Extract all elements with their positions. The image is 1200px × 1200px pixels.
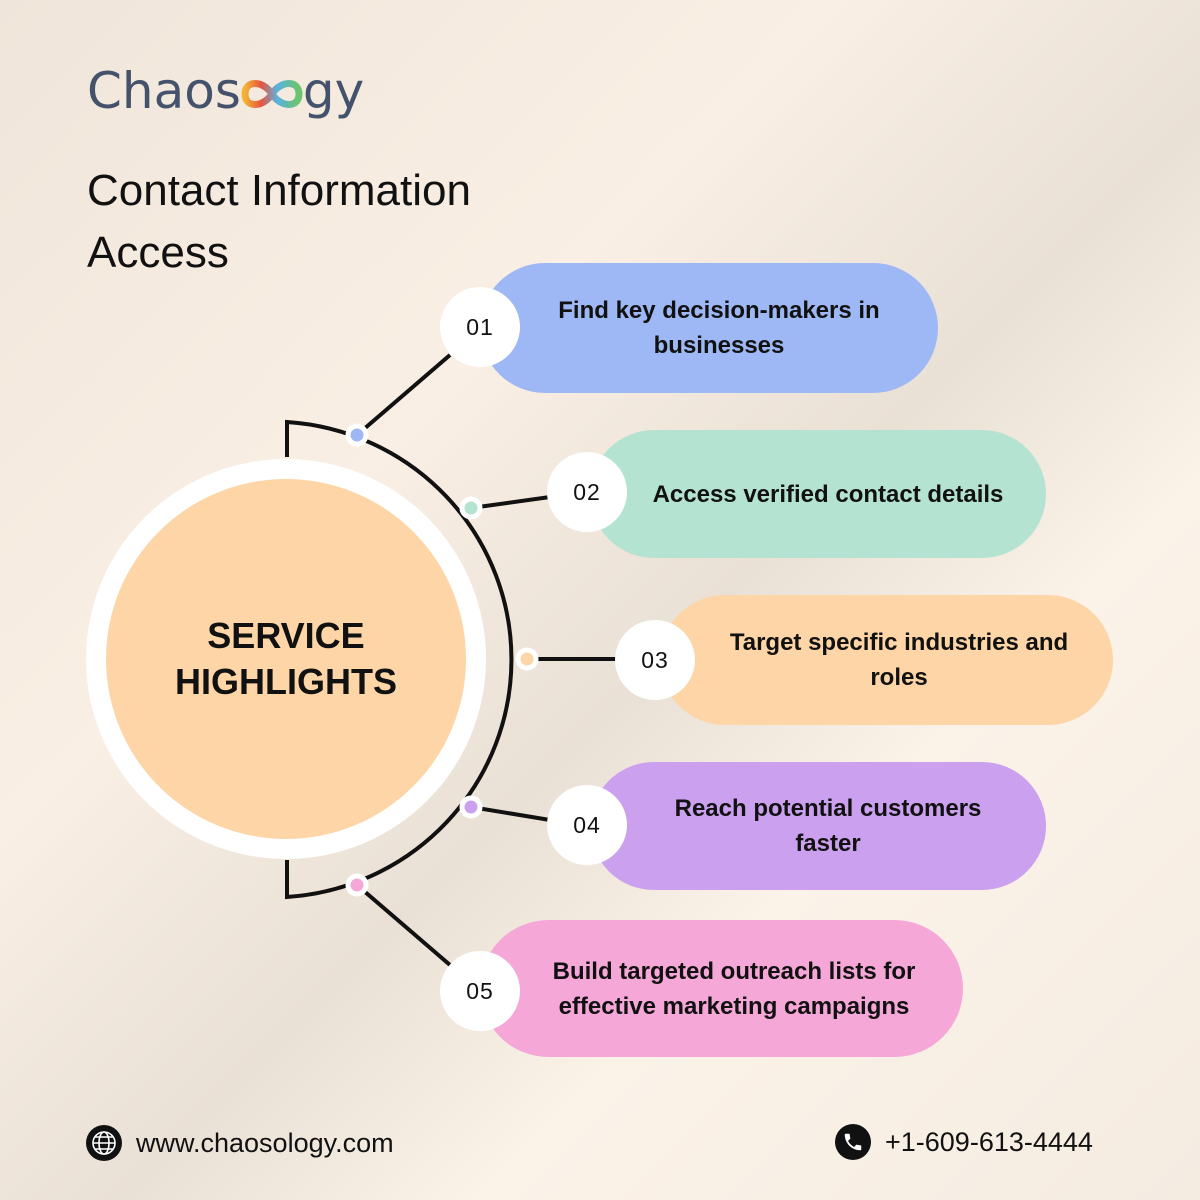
globe-icon [86,1125,122,1161]
phone-link[interactable]: +1-609-613-4444 [835,1124,1093,1160]
highlight-04: Reach potential customers faster [590,762,1046,890]
number-badge: 03 [615,620,695,700]
dot-04 [459,795,483,819]
website-text[interactable]: www.chaosology.com [136,1127,394,1158]
dot-05 [345,873,369,897]
title-line-2: Access [87,228,229,277]
title-line-1: Contact Information [87,166,471,215]
highlight-text: Build targeted outreach lists for effect… [552,957,916,1020]
highlight-05: Build targeted outreach lists for effect… [480,920,963,1057]
phone-icon [835,1124,871,1160]
center-circle: SERVICE HIGHLIGHTS [106,479,466,839]
highlight-03: Target specific industries and roles [660,595,1113,725]
website-link[interactable]: www.chaosology.com [86,1125,394,1161]
highlight-text: Access verified contact details [652,480,1004,508]
number-badge: 04 [547,785,627,865]
number-badge: 02 [547,452,627,532]
number-badge: 05 [440,951,520,1031]
highlight-text: Target specific industries and roles [729,629,1069,691]
phone-text[interactable]: +1-609-613-4444 [885,1126,1093,1157]
center-line-2: HIGHLIGHTS [175,661,397,702]
highlight-text: Reach potential customers faster [674,795,982,857]
infinity-logo-icon [241,80,303,108]
dot-01 [345,423,369,447]
number-badge: 01 [440,287,520,367]
highlight-02: Access verified contact details [590,430,1046,558]
highlight-text: Find key decision-makers in businesses [558,297,880,359]
center-line-1: SERVICE [207,615,365,656]
highlight-01: Find key decision-makers in businesses [480,263,938,393]
dot-03 [515,647,539,671]
dot-02 [459,496,483,520]
